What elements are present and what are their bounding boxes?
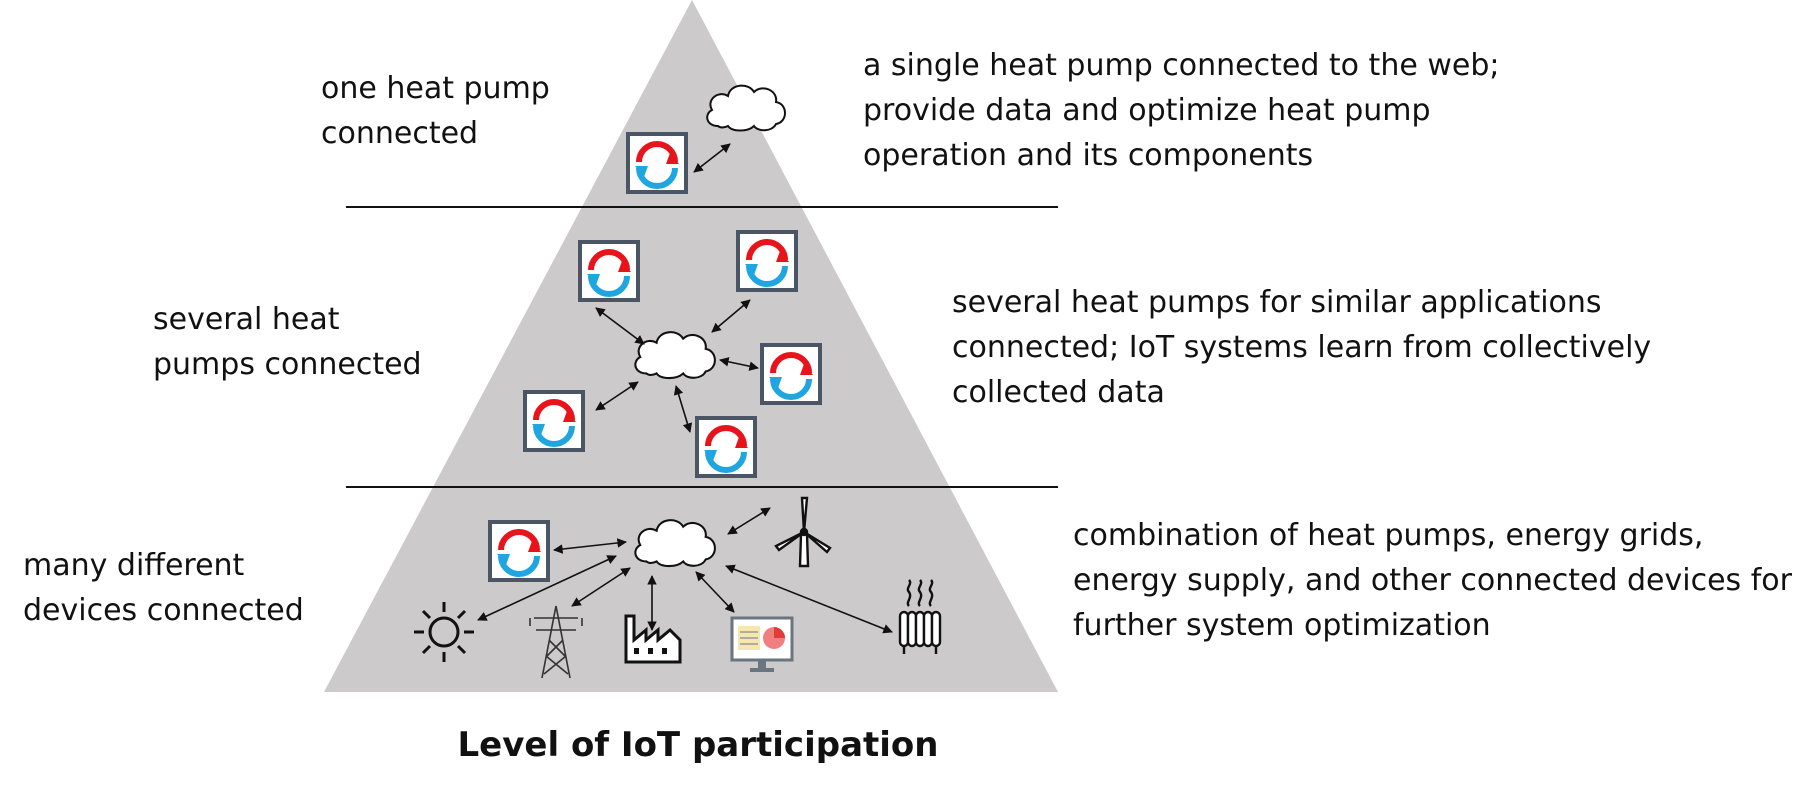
wind-turbine-icon (774, 496, 832, 568)
right-label-middle-line-1: several heat pumps for similar applicati… (952, 285, 1602, 320)
level-bottom-icons (414, 496, 942, 679)
left-label-bottom-line-1: many different (23, 548, 245, 583)
left-label-middle: several heat pumps connected (153, 302, 422, 382)
connection-arrow (595, 307, 645, 345)
connection-arrow (693, 143, 731, 173)
connection-arrow (477, 555, 617, 621)
connection-arrow (711, 299, 751, 333)
left-label-top-line-1: one heat pump (321, 71, 550, 106)
right-label-bottom: combination of heat pumps, energy grids,… (1073, 518, 1802, 643)
sun-icon (414, 602, 474, 662)
right-label-top-line-2: provide data and optimize heat pump (863, 93, 1431, 128)
right-label-bottom-line-3: further system optimization (1073, 608, 1491, 643)
right-label-middle-line-3: collected data (952, 375, 1165, 410)
connection-arrow (571, 567, 631, 607)
left-label-middle-line-1: several heat (153, 302, 340, 337)
right-label-top-line-3: operation and its components (863, 138, 1313, 173)
connection-arrow (727, 507, 771, 535)
right-label-bottom-line-2: energy supply, and other connected devic… (1073, 563, 1793, 598)
left-label-middle-line-2: pumps connected (153, 347, 422, 382)
heat-pump-icon (762, 345, 820, 403)
left-label-top: one heat pump connected (321, 71, 559, 151)
heat-pump-icon (525, 392, 583, 450)
heat-pump-icon (490, 522, 548, 580)
connection-arrow (553, 538, 627, 554)
left-label-bottom-line-2: devices connected (23, 593, 304, 628)
left-label-bottom: many different devices connected (23, 548, 304, 628)
diagram-title: Level of IoT participation (458, 725, 939, 765)
heat-pump-icon (697, 418, 755, 476)
right-label-middle-line-2: connected; IoT systems learn from collec… (952, 330, 1651, 365)
right-label-bottom-line-1: combination of heat pumps, energy grids, (1073, 518, 1703, 553)
heat-pump-icon (738, 232, 796, 290)
level-top-icons (628, 84, 786, 192)
factory-icon (624, 614, 682, 664)
heat-pump-icon (628, 134, 686, 192)
heat-pump-icon (580, 242, 638, 300)
connection-arrow (725, 564, 893, 634)
right-label-top: a single heat pump connected to the web;… (863, 48, 1509, 173)
left-label-top-line-2: connected (321, 116, 478, 151)
connection-arrow (595, 381, 639, 411)
right-label-top-line-1: a single heat pump connected to the web; (863, 48, 1499, 83)
radiator-icon (898, 579, 942, 654)
level-middle-icons (525, 232, 820, 476)
connection-arrow (719, 357, 759, 371)
connection-arrow (673, 385, 693, 433)
right-label-middle: several heat pumps for similar applicati… (952, 285, 1661, 410)
